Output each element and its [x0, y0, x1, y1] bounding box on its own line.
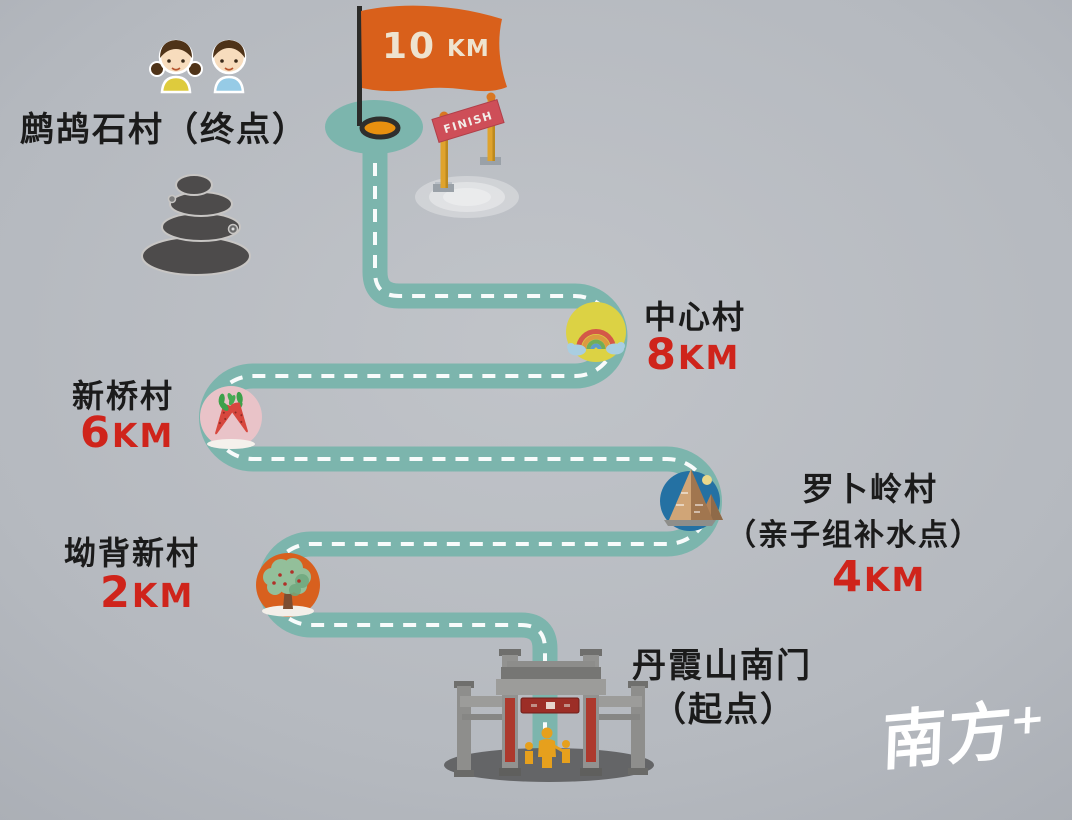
nanfang-plus-logo: 南方+ — [881, 677, 1047, 784]
mountain-icon — [660, 469, 723, 531]
hikers-icon — [525, 727, 570, 768]
flag-distance-unit: KM — [447, 36, 490, 62]
gate-icon — [444, 649, 654, 782]
waypoint-distance-8km: 8KM — [646, 330, 741, 380]
finish-banner-icon: FINISH — [415, 92, 519, 218]
carrot-heart-icon — [200, 386, 262, 449]
waypoint-distance-2km: 2KM — [100, 568, 195, 618]
waypoint-distance-4km: 4KM — [832, 552, 927, 602]
girl-icon — [149, 39, 203, 94]
waypoint-distance-6km: 6KM — [80, 408, 175, 458]
waypoint-subtitle-water-station: （亲子组补水点） — [726, 518, 982, 553]
waypoint-name-aobeixincun: 坳背新村 — [64, 534, 201, 572]
distance-flag-icon: 10 KM — [361, 5, 507, 92]
logo-plus-sign: + — [1009, 692, 1046, 746]
start-subtitle: （起点） — [652, 690, 796, 730]
finish-hole — [325, 6, 423, 154]
start-name: 丹霞山南门 — [632, 646, 812, 686]
flag-distance-value: 10 — [382, 26, 436, 67]
waypoint-name-xinqiaocun: 新桥村 — [72, 377, 175, 415]
tree-icon — [256, 553, 320, 617]
waypoint-name-zhongxincun: 中心村 — [644, 298, 747, 336]
logo-main-text: 南方 — [880, 694, 1015, 781]
boy-icon — [211, 39, 247, 94]
waypoint-name-luobolingcun: 罗卜岭村 — [802, 470, 939, 508]
stacked-stones-icon — [141, 174, 251, 276]
rainbow-icon — [566, 302, 626, 362]
endpoint-label: 鹧鸪石村（终点） — [20, 110, 308, 150]
gate-plaque — [520, 697, 580, 714]
